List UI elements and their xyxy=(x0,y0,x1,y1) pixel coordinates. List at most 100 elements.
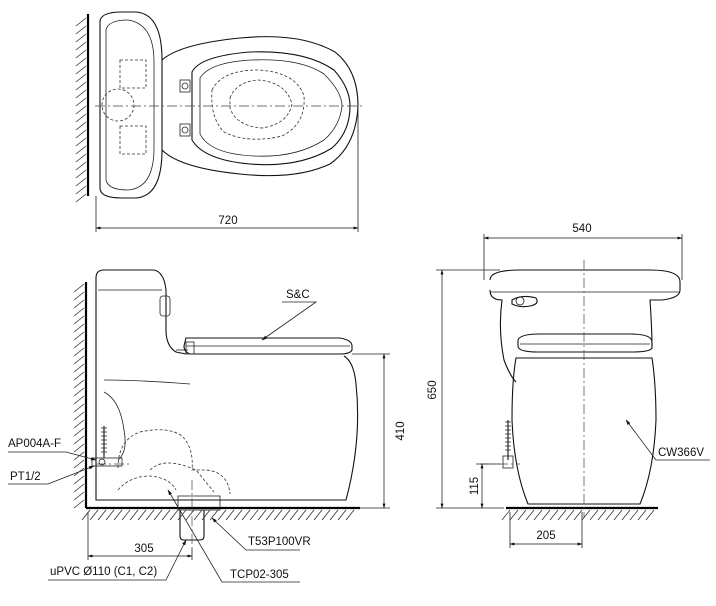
hatch-stroke xyxy=(257,509,267,521)
hatch-stroke xyxy=(81,509,91,521)
front-flush-lever xyxy=(511,295,538,308)
hatch-stroke xyxy=(113,509,123,521)
hatch-stroke xyxy=(501,509,511,521)
hatch-stroke xyxy=(73,307,85,317)
top-bowl-opening xyxy=(211,69,305,140)
label-body: CW366V xyxy=(658,447,704,459)
hatch-stroke xyxy=(525,509,535,521)
hatch-stroke xyxy=(75,169,87,179)
hatch-stroke xyxy=(75,193,87,203)
dim-supply-height-text: 115 xyxy=(469,477,481,495)
hatch-stroke xyxy=(249,509,259,521)
hatch-stroke xyxy=(509,509,519,521)
hatch-stroke xyxy=(597,509,607,521)
hatch-stroke xyxy=(73,411,85,421)
hatch-stroke xyxy=(73,419,85,429)
leader-drain-pipe xyxy=(48,539,187,581)
hatch-stroke xyxy=(549,509,559,521)
hatch-stroke xyxy=(75,81,87,91)
hatch-stroke xyxy=(75,161,87,171)
top-seat-inner xyxy=(199,59,343,157)
dim-rough-in-text: 305 xyxy=(134,543,153,555)
side-floor-hatch xyxy=(81,509,355,521)
hatch-stroke xyxy=(73,475,85,485)
hatch-stroke xyxy=(281,509,291,521)
hatch-stroke xyxy=(89,509,99,521)
side-valve-knob xyxy=(98,458,106,466)
side-seat xyxy=(183,337,353,355)
top-tank-outline xyxy=(99,11,163,199)
hatch-stroke xyxy=(75,73,87,83)
hatch-stroke xyxy=(73,427,85,437)
front-view: 540 650 115 205 CW366V xyxy=(427,223,710,548)
hatch-stroke xyxy=(289,509,299,521)
hatch-stroke xyxy=(629,509,639,521)
label-seat-cover: S&C xyxy=(286,289,310,301)
hatch-stroke xyxy=(233,509,243,521)
hatch-stroke xyxy=(75,65,87,75)
side-tank-outline xyxy=(95,269,187,355)
front-tank-left xyxy=(489,289,517,383)
hatch-stroke xyxy=(75,177,87,187)
label-angle-valve: AP004A-F xyxy=(8,438,61,450)
dim-width-text: 540 xyxy=(572,223,591,235)
hatch-stroke xyxy=(329,509,339,521)
side-flush-button xyxy=(159,295,171,317)
hatch-stroke xyxy=(573,509,583,521)
front-seat xyxy=(517,333,653,353)
front-angle-valve xyxy=(502,455,514,469)
hatch-stroke xyxy=(73,403,85,413)
hatch-stroke xyxy=(75,41,87,51)
hatch-stroke xyxy=(129,509,139,521)
hatch-stroke xyxy=(75,129,87,139)
hatch-stroke xyxy=(73,435,85,445)
front-tank-outline xyxy=(489,269,681,347)
leader-seat-cover xyxy=(261,301,318,341)
hatch-stroke xyxy=(75,185,87,195)
hatch-stroke xyxy=(75,137,87,147)
hatch-stroke xyxy=(621,509,631,521)
side-angle-valve xyxy=(91,457,123,467)
hatch-stroke xyxy=(73,443,85,453)
hatch-stroke xyxy=(75,105,87,115)
hatch-stroke xyxy=(161,509,171,521)
dim-height-text: 650 xyxy=(427,380,439,399)
hatch-stroke xyxy=(73,387,85,397)
hatch-stroke xyxy=(73,379,85,389)
leader-angle-valve xyxy=(8,451,97,461)
hatch-stroke xyxy=(75,49,87,59)
hatch-stroke xyxy=(97,509,107,521)
hatch-stroke xyxy=(73,451,85,461)
top-hinge-bolt-upper xyxy=(181,82,189,90)
hatch-stroke xyxy=(137,509,147,521)
hatch-stroke xyxy=(75,17,87,27)
hatch-stroke xyxy=(75,33,87,43)
hatch-stroke xyxy=(121,509,131,521)
top-fitting-lower xyxy=(119,125,147,155)
top-drain-circle xyxy=(101,88,135,122)
hatch-stroke xyxy=(105,509,115,521)
hatch-stroke xyxy=(73,315,85,325)
hatch-stroke xyxy=(73,491,85,501)
top-bowl-outline xyxy=(161,36,359,177)
hatch-stroke xyxy=(73,339,85,349)
hatch-stroke xyxy=(185,509,195,521)
hatch-stroke xyxy=(581,509,591,521)
hatch-stroke xyxy=(533,509,543,521)
top-bowl-rim xyxy=(229,79,293,129)
hatch-stroke xyxy=(177,509,187,521)
side-body-contour-2 xyxy=(103,391,126,461)
top-hinge-lower xyxy=(179,123,191,137)
hatch-stroke xyxy=(75,97,87,107)
hatch-stroke xyxy=(209,509,219,521)
hatch-stroke xyxy=(73,331,85,341)
hatch-stroke xyxy=(557,509,567,521)
hatch-stroke xyxy=(201,509,211,521)
hatch-stroke xyxy=(75,57,87,67)
hatch-stroke xyxy=(637,509,647,521)
hatch-stroke xyxy=(337,509,347,521)
hatch-stroke xyxy=(541,509,551,521)
hatch-stroke xyxy=(75,113,87,123)
top-view: 720 xyxy=(75,11,362,232)
